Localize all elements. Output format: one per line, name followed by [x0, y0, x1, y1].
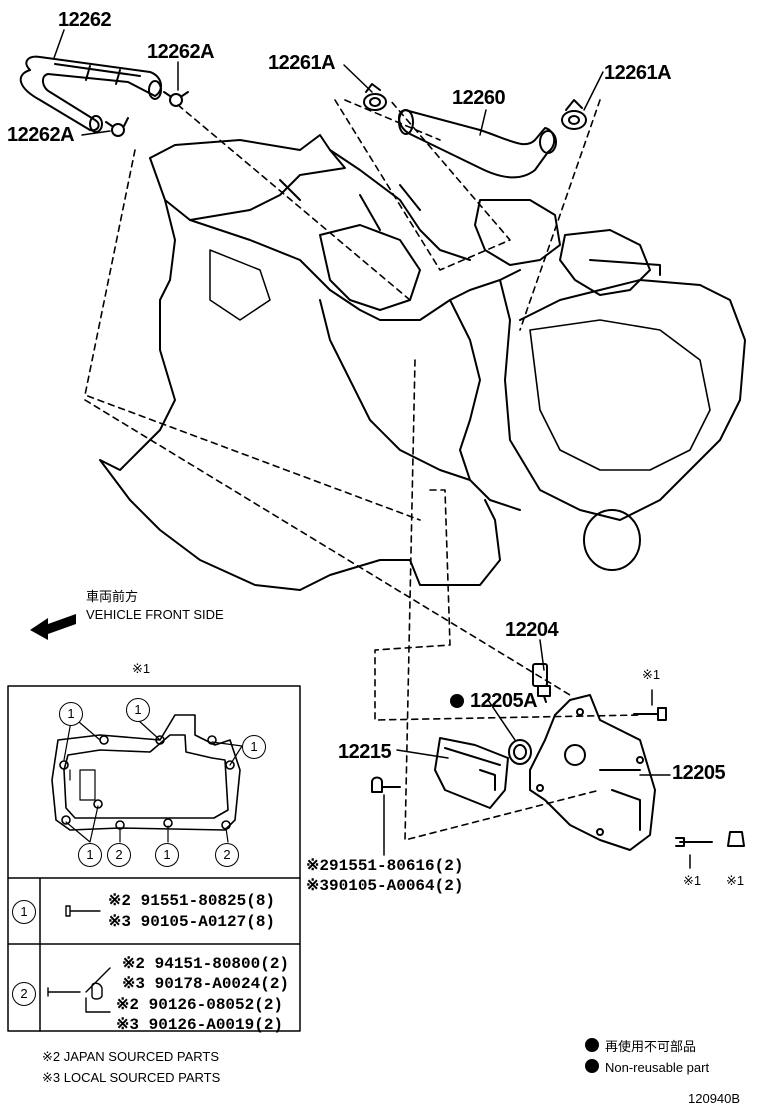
inset-row2-line1: ※2 94151-80800(2) — [122, 955, 290, 973]
inset-row1-line2: ※3 90105-A0127(8) — [108, 913, 276, 931]
label-12261a-left: 12261A — [268, 52, 336, 74]
inset-row2-line4: ※3 90126-A0019(2) — [116, 1016, 284, 1034]
sensor-12204 — [532, 663, 551, 703]
label-12215: 12215 — [338, 741, 392, 763]
label-12204: 12204 — [505, 619, 559, 641]
legend-jp: 再使用不可部品 — [585, 1038, 696, 1053]
diagram-id: 120940B — [688, 1091, 741, 1106]
non-reusable-dot-icon — [450, 694, 464, 708]
inset-box — [7, 685, 301, 1032]
label-12260: 12260 — [452, 87, 506, 109]
inset-callout-1c: 1 — [242, 735, 266, 759]
legend-en-text: Non-reusable part — [605, 1060, 710, 1075]
dashed-leaders — [84, 99, 641, 841]
footnote-local: ※3 LOCAL SOURCED PARTS — [42, 1070, 221, 1085]
hose-12262 — [19, 55, 162, 133]
inset-title: ※1 — [132, 661, 151, 676]
cover-12205 — [529, 694, 656, 851]
footnote-japan: ※2 JAPAN SOURCED PARTS — [42, 1049, 220, 1064]
direction-jp: 車両前方 — [86, 589, 139, 604]
label-12262a-left: 12262A — [7, 124, 75, 146]
clamp-12261a-right — [561, 99, 587, 130]
label-12205a-text: 12205A — [470, 690, 538, 712]
legend-dot-icon — [585, 1038, 599, 1052]
legend-en: Non-reusable part — [585, 1059, 709, 1074]
inset-callout-1a: 1 — [59, 702, 83, 726]
label-12205: 12205 — [672, 762, 726, 784]
valve-12215 — [434, 737, 509, 809]
inset-row1-num: 1 — [12, 900, 36, 924]
inset-row2-line2: ※3 90178-A0024(2) — [122, 975, 290, 993]
inset-callout-2a: 2 — [107, 843, 131, 867]
inset-callout-1e: 1 — [155, 843, 179, 867]
label-x1-a: ※1 — [683, 873, 702, 888]
bolts — [371, 707, 745, 847]
hose-12260 — [398, 109, 557, 179]
label-x1-top: ※1 — [642, 667, 661, 682]
direction-en: VEHICLE FRONT SIDE — [86, 607, 224, 622]
label-12262: 12262 — [58, 9, 112, 31]
bolt-callout-line2: ※390105-A0064(2) — [306, 877, 464, 895]
inset-row1-line1: ※2 91551-80825(8) — [108, 892, 276, 910]
engine-outline — [99, 134, 746, 591]
inset-leaders — [63, 715, 243, 843]
label-12262a-top: 12262A — [147, 41, 215, 63]
label-12261a-right: 12261A — [604, 62, 672, 84]
vehicle-front-arrow-icon — [30, 614, 76, 640]
legend-jp-text: 再使用不可部品 — [605, 1039, 697, 1054]
label-12205a: 12205A — [450, 690, 538, 712]
inset-row2-num: 2 — [12, 982, 36, 1006]
label-x1-b: ※1 — [726, 873, 745, 888]
clamp-12261a-left — [363, 83, 387, 111]
bolt-callout-line1: ※291551-80616(2) — [306, 857, 464, 875]
inset-bolts — [47, 905, 111, 1013]
legend-dot-icon-2 — [585, 1059, 599, 1073]
inset-callout-2b: 2 — [215, 843, 239, 867]
inset-callout-1d: 1 — [78, 843, 102, 867]
leader-lines — [53, 29, 691, 869]
gasket — [51, 714, 241, 831]
inset-callout-1b: 1 — [126, 698, 150, 722]
inset-row2-line3: ※2 90126-08052(2) — [116, 996, 284, 1014]
